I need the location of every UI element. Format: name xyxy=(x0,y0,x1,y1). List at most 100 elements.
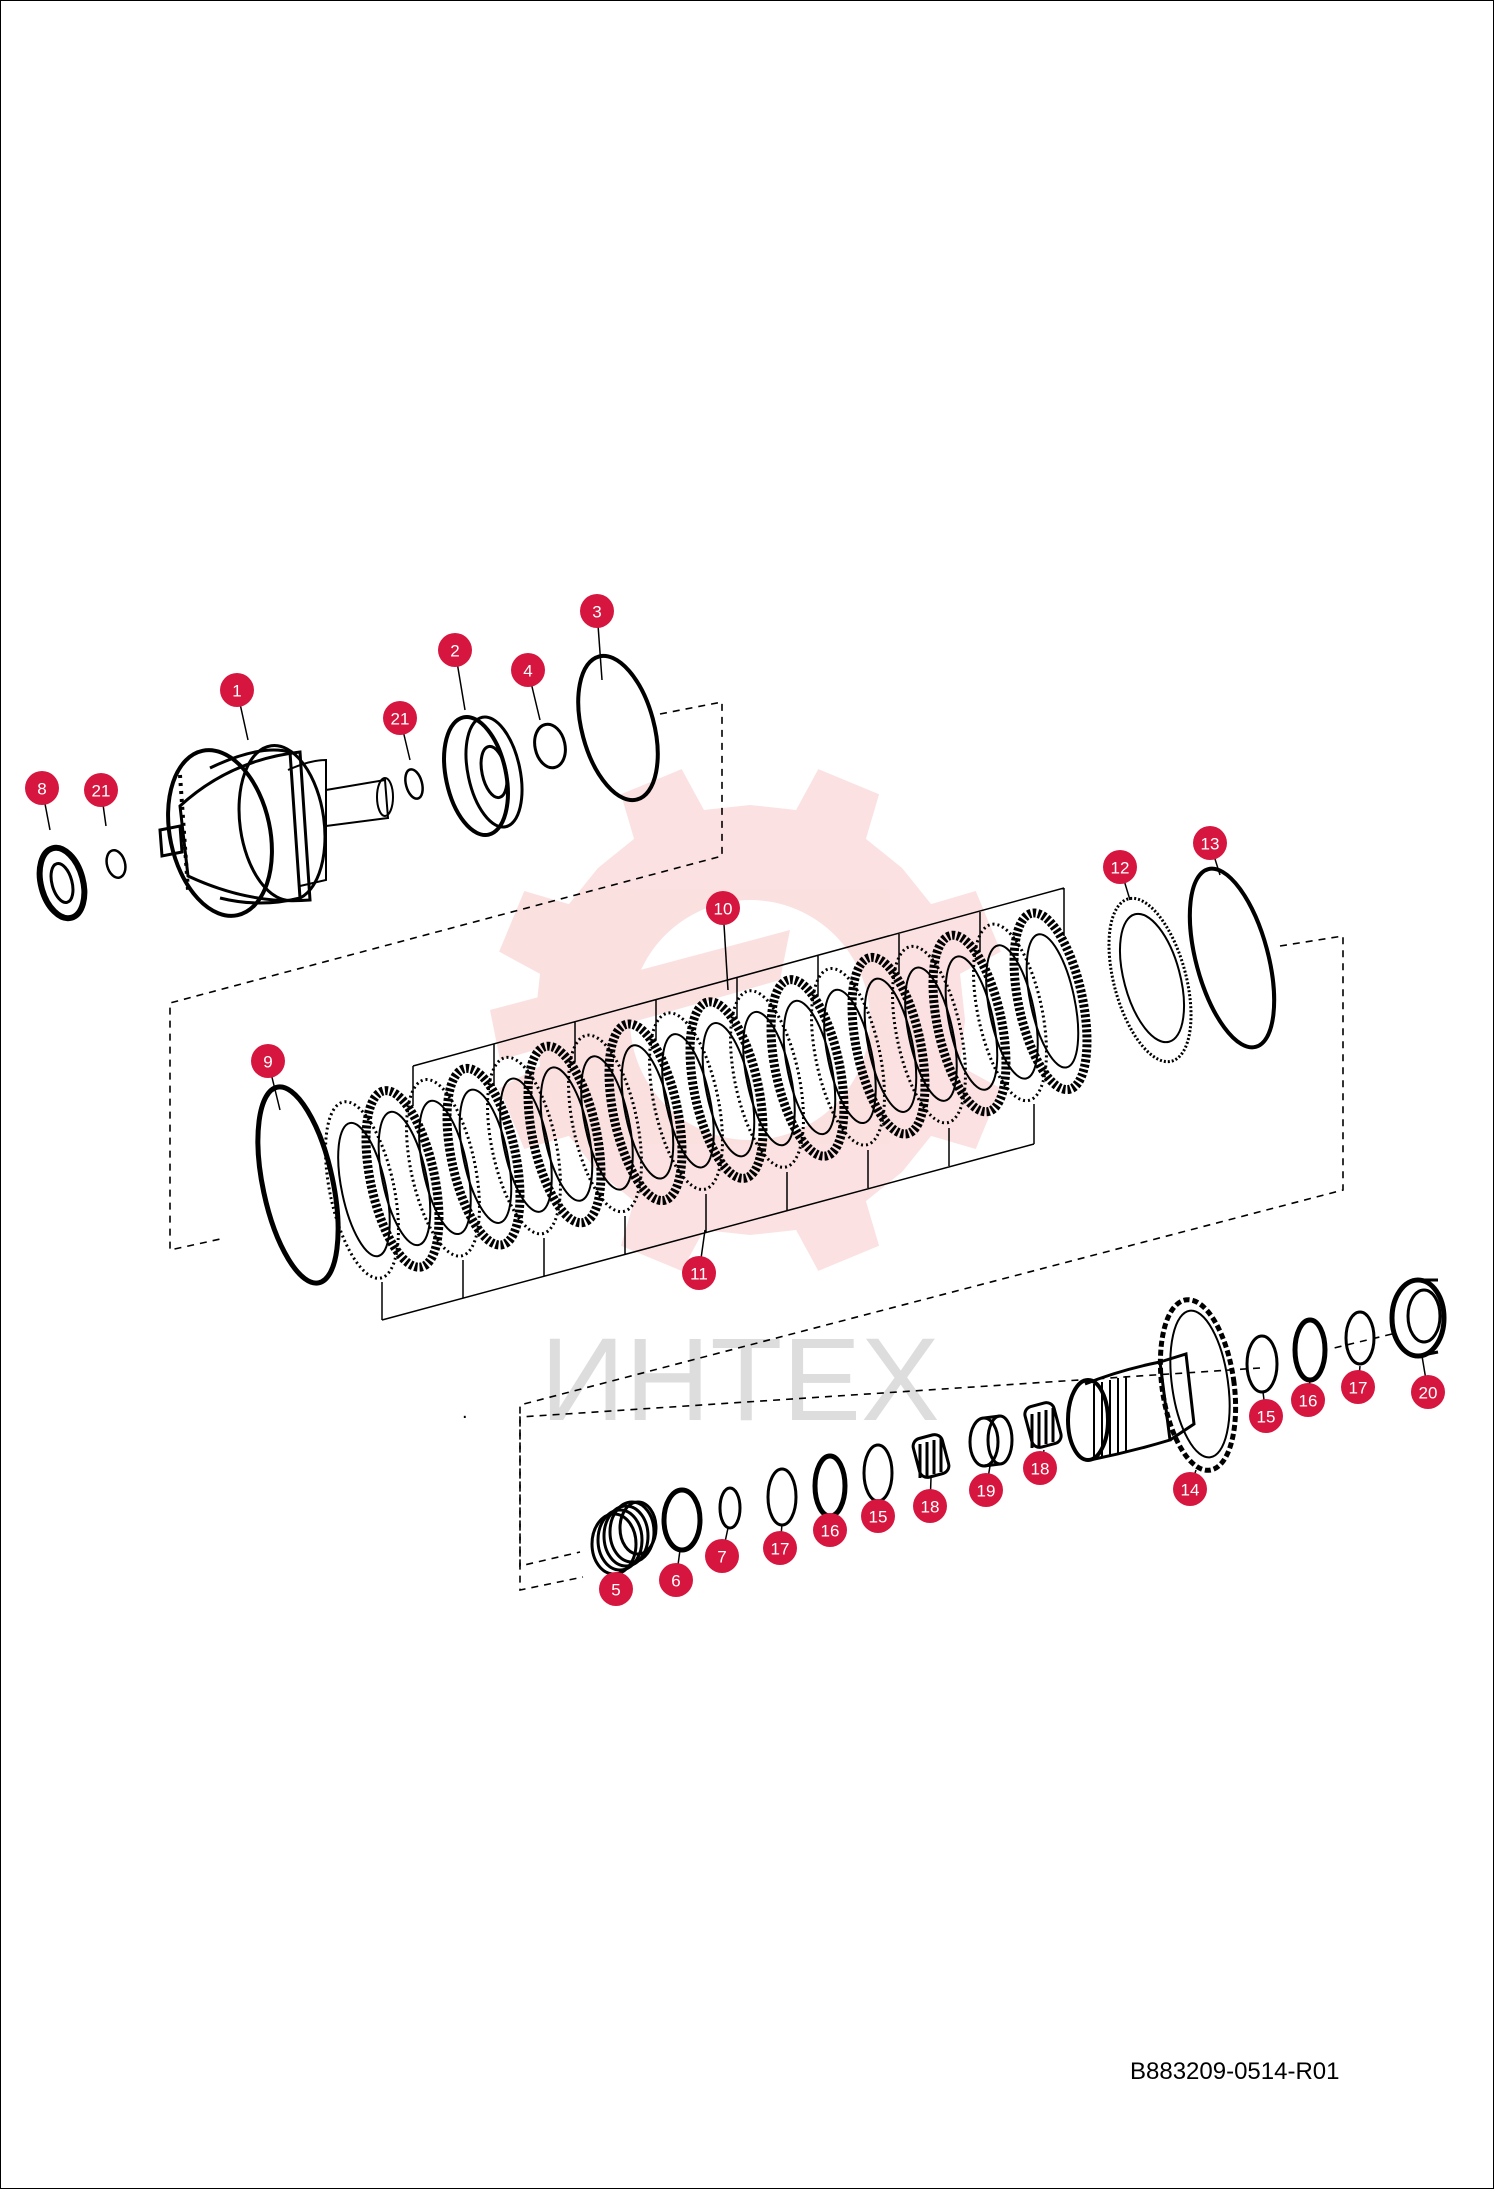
callout-number: 21 xyxy=(391,710,410,729)
callout-number: 1 xyxy=(232,682,241,701)
watermark-text: ИНТЕХ xyxy=(540,1314,940,1446)
steel-plate xyxy=(729,989,805,1169)
callout-1: 1 xyxy=(220,673,254,707)
friction-plate xyxy=(766,975,849,1161)
thrust-washer-9 xyxy=(255,1084,341,1286)
callout-number: 6 xyxy=(671,1572,680,1591)
friction-plate xyxy=(442,1063,525,1250)
callout-number: 15 xyxy=(869,1508,888,1527)
callout-17: 17 xyxy=(1341,1370,1375,1404)
friction-plate xyxy=(604,1019,687,1206)
callout-number: 4 xyxy=(523,662,532,681)
seal-ring-3 xyxy=(576,653,660,803)
callout-number: 17 xyxy=(771,1540,790,1559)
callout-number: 19 xyxy=(977,1482,996,1501)
callout-2: 2 xyxy=(438,633,472,667)
callout-12: 12 xyxy=(1103,850,1137,884)
clutch-plate-pack xyxy=(255,866,1344,1591)
steel-plate xyxy=(891,944,967,1125)
watermark-gear-logo xyxy=(490,769,1001,1271)
snap-ring-21-left xyxy=(105,849,127,879)
upper-assembly xyxy=(36,653,723,1251)
steel-plate xyxy=(567,1033,643,1214)
bearing-8 xyxy=(36,844,88,922)
plate-bracket-bottom xyxy=(381,1104,1035,1321)
friction-plate xyxy=(1009,908,1092,1095)
snap-ring-13 xyxy=(1187,866,1277,1050)
callout-number: 2 xyxy=(450,642,459,661)
steel-plate xyxy=(405,1078,481,1258)
callout-5: 5 xyxy=(599,1572,633,1606)
washer-17-upper xyxy=(1344,1310,1376,1366)
friction-plate xyxy=(523,1041,606,1228)
callout-11: 11 xyxy=(682,1256,716,1290)
seal-ring-4 xyxy=(533,722,567,770)
spring-pack-5 xyxy=(590,1500,658,1576)
washer-16-lower xyxy=(812,1453,848,1519)
friction-plate xyxy=(361,1086,444,1272)
dot-mark: . xyxy=(462,1401,468,1423)
callout-7: 7 xyxy=(705,1539,739,1573)
steel-plate xyxy=(324,1100,400,1280)
callout-number: 11 xyxy=(690,1265,708,1284)
callout-16: 16 xyxy=(1291,1383,1325,1417)
callout-number: 12 xyxy=(1111,859,1130,878)
callout-19: 19 xyxy=(969,1473,1003,1507)
callout-number: 14 xyxy=(1181,1481,1200,1500)
steel-plate xyxy=(810,967,886,1147)
callout-4: 4 xyxy=(511,653,545,687)
piston-2 xyxy=(442,714,524,838)
sleeve-19 xyxy=(968,1414,1014,1468)
upper-dashed-bracket xyxy=(169,701,723,1251)
friction-plate xyxy=(847,952,930,1139)
clutch-drum-shaft-1 xyxy=(158,744,394,918)
snap-ring-7 xyxy=(718,1486,742,1530)
friction-plate xyxy=(928,930,1011,1117)
middle-dashed-bracket xyxy=(519,935,1344,1591)
callout-number: 18 xyxy=(921,1498,940,1517)
callout-number: 15 xyxy=(1257,1408,1276,1427)
callout-10: 10 xyxy=(706,891,740,925)
callout-15: 15 xyxy=(861,1499,895,1533)
callout-14: 14 xyxy=(1173,1472,1207,1506)
callout-number: 16 xyxy=(1299,1392,1318,1411)
callout-13: 13 xyxy=(1193,826,1227,860)
callout-15: 15 xyxy=(1249,1399,1283,1433)
retainer-6 xyxy=(661,1487,703,1553)
callout-16: 16 xyxy=(813,1513,847,1547)
callout-6: 6 xyxy=(659,1563,693,1597)
lower-assembly: . xyxy=(462,1277,1447,1576)
callout-number: 21 xyxy=(92,782,111,801)
callout-number: 13 xyxy=(1201,835,1220,854)
washer-17-lower xyxy=(766,1467,798,1527)
callout-number: 10 xyxy=(714,900,733,919)
callout-20: 20 xyxy=(1411,1375,1445,1409)
friction-plate xyxy=(685,997,768,1183)
steel-plate xyxy=(486,1055,562,1236)
washer-15-lower xyxy=(862,1443,894,1503)
callout-18: 18 xyxy=(1023,1451,1057,1485)
callout-number: 20 xyxy=(1419,1384,1438,1403)
callout-number: 18 xyxy=(1031,1460,1050,1479)
callout-number: 9 xyxy=(263,1053,272,1072)
callout-17: 17 xyxy=(763,1531,797,1565)
callout-21: 21 xyxy=(383,701,417,735)
steel-plate xyxy=(648,1011,724,1191)
washer-15-upper xyxy=(1245,1334,1279,1394)
callout-number: 5 xyxy=(611,1581,620,1600)
callout-9: 9 xyxy=(251,1044,285,1078)
needle-bearing-18-upper xyxy=(1023,1401,1063,1449)
bearing-20 xyxy=(1389,1277,1447,1359)
document-code: B883209-0514-R01 xyxy=(1130,2058,1340,2085)
callout-21: 21 xyxy=(84,773,118,807)
end-plate-12 xyxy=(1107,896,1193,1064)
callout-number: 16 xyxy=(821,1522,840,1541)
snap-ring-21-upper xyxy=(404,768,424,800)
callout-8: 8 xyxy=(25,771,59,805)
needle-bearing-18-lower xyxy=(911,1433,951,1479)
callout-3: 3 xyxy=(580,594,614,628)
callout-number: 17 xyxy=(1349,1379,1368,1398)
